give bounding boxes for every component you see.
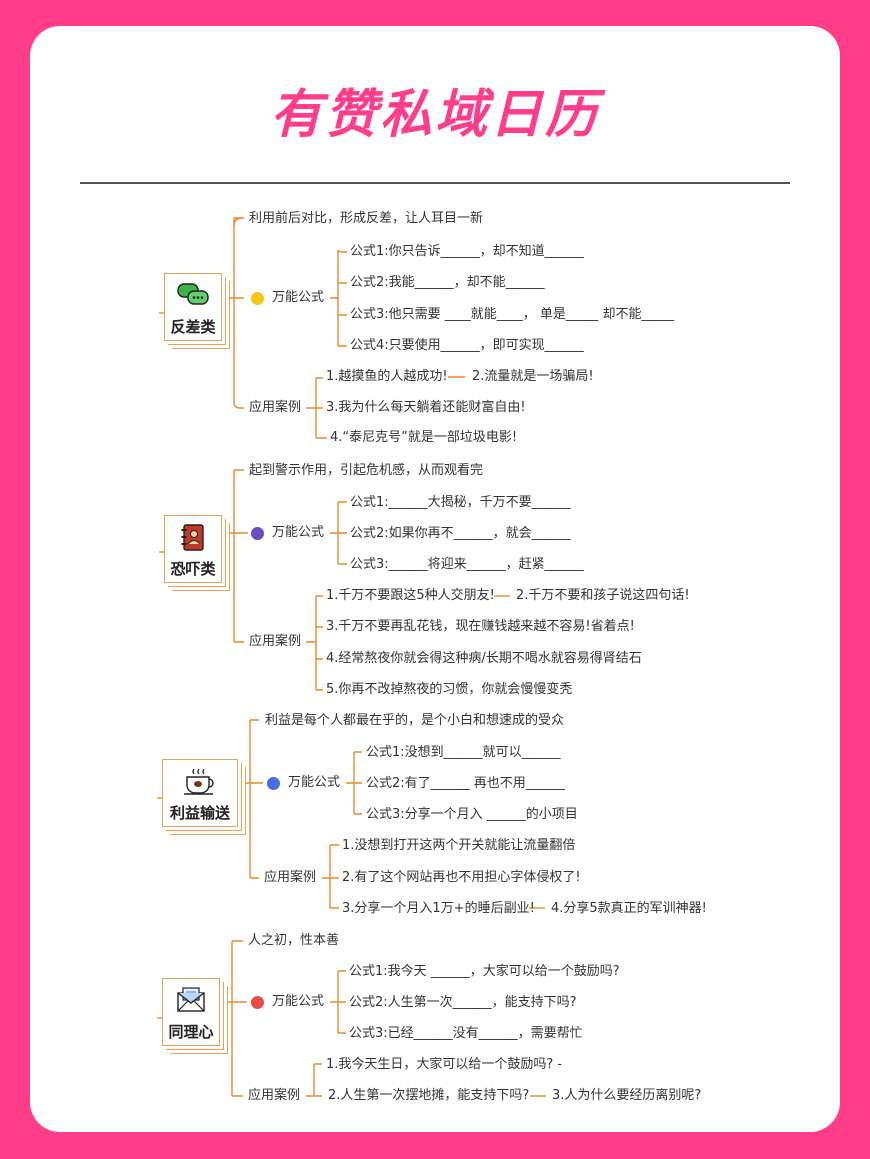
formula-item: 公式1:______大揭秘，千万不要______ xyxy=(350,495,571,510)
formula-item: 公式1:没想到______就可以______ xyxy=(366,745,561,760)
formula-item: 公式4:只要使用______，即可实现______ xyxy=(350,338,584,353)
section-description: 利益是每个人都最在乎的，是个小白和想速成的受众 xyxy=(265,713,565,728)
case-item: 1.我今天生日，大家可以给一个鼓励吗? - xyxy=(326,1057,563,1072)
formula-item: 公式2:我能______，却不能______ xyxy=(350,275,545,290)
case-label: 应用案例 xyxy=(249,400,302,415)
notebook-icon xyxy=(165,524,221,551)
purple-dot-icon xyxy=(251,527,264,540)
formula-item: 公式3:他只需要 ____就能____， 单是_____ 却不能_____ xyxy=(350,307,675,322)
title-divider xyxy=(80,182,790,184)
case-item: 4.“泰尼克号”就是一部垃圾电影! xyxy=(330,430,518,445)
formula-item: 公式3:已经______没有______，需要帮忙 xyxy=(349,1026,583,1041)
coffee-cup-icon xyxy=(163,768,237,795)
red-dot-icon xyxy=(251,996,264,1009)
yellow-dot-icon xyxy=(251,292,264,305)
case-item: 3.分享一个月入1万+的睡后副业! xyxy=(342,901,535,916)
section-description: 利用前后对比，形成反差，让人耳目一新 xyxy=(249,211,484,226)
chat-bubbles-icon xyxy=(165,282,221,308)
section-title: 恐吓类 xyxy=(170,560,216,578)
formula-label: 万能公式 xyxy=(288,775,341,790)
case-item: 2.有了这个网站再也不用担心字体侵权了! xyxy=(342,870,581,885)
formula-item: 公式2:有了______ 再也不用______ xyxy=(366,776,565,791)
case-item: 3.人为什么要经历离别呢? xyxy=(552,1088,702,1103)
formula-item: 公式2:如果你再不______，就会______ xyxy=(350,526,571,541)
case-item: 4.经常熬夜你就会得这种病/长期不喝水就容易得肾结石 xyxy=(326,651,642,666)
case-label: 应用案例 xyxy=(248,1088,301,1103)
section-title: 反差类 xyxy=(170,318,216,336)
section-node-empathy: 同理心 xyxy=(162,978,220,1046)
case-item: 1.千万不要跟这5种人交朋友! xyxy=(326,588,495,603)
formula-item: 公式1:我今天 ______，大家可以给一个鼓励吗? xyxy=(349,964,620,979)
case-item: 3.千万不要再乱花钱，现在赚钱越来越不容易!省着点! xyxy=(326,619,635,634)
section-title: 利益输送 xyxy=(169,804,230,822)
section-node-benefit: 利益输送 xyxy=(162,759,238,827)
case-item: 5.你再不改掉熬夜的习惯，你就会慢慢变秃 xyxy=(326,682,573,697)
formula-label: 万能公式 xyxy=(272,525,325,540)
formula-item: 公式3:分享一个月入 ______的小项目 xyxy=(366,807,578,822)
formula-label: 万能公式 xyxy=(272,994,325,1009)
blue-dot-icon xyxy=(267,777,280,790)
formula-item: 公式3:______将迎来______，赶紧______ xyxy=(350,557,584,572)
section-title: 同理心 xyxy=(168,1023,214,1041)
section-description: 人之初，性本善 xyxy=(248,933,340,948)
case-item: 2.千万不要和孩子说这四句话! xyxy=(516,588,690,603)
envelope-icon xyxy=(163,987,219,1013)
case-item: 2.流量就是一场骗局! xyxy=(472,369,594,384)
case-label: 应用案例 xyxy=(264,870,317,885)
case-item: 3.我为什么每天躺着还能财富自由! xyxy=(326,400,526,415)
case-item: 4.分享5款真正的军训神器! xyxy=(551,901,707,916)
formula-item: 公式2:人生第一次______，能支持下吗? xyxy=(349,995,577,1010)
section-node-contrast: 反差类 xyxy=(164,273,222,341)
formula-label: 万能公式 xyxy=(272,290,325,305)
page-title: 有赞私域日历 xyxy=(269,85,600,145)
section-description: 起到警示作用，引起危机感，从而观看完 xyxy=(249,463,484,478)
case-item: 1.没想到打开这两个开关就能让流量翻倍 xyxy=(342,838,576,853)
case-item: 1.越摸鱼的人越成功! xyxy=(326,369,448,384)
formula-item: 公式1:你只告诉______，却不知道______ xyxy=(350,244,584,259)
case-item: 2.人生第一次摆地摊，能支持下吗? xyxy=(328,1088,530,1103)
case-label: 应用案例 xyxy=(249,634,302,649)
section-node-warning: 恐吓类 xyxy=(164,515,222,583)
